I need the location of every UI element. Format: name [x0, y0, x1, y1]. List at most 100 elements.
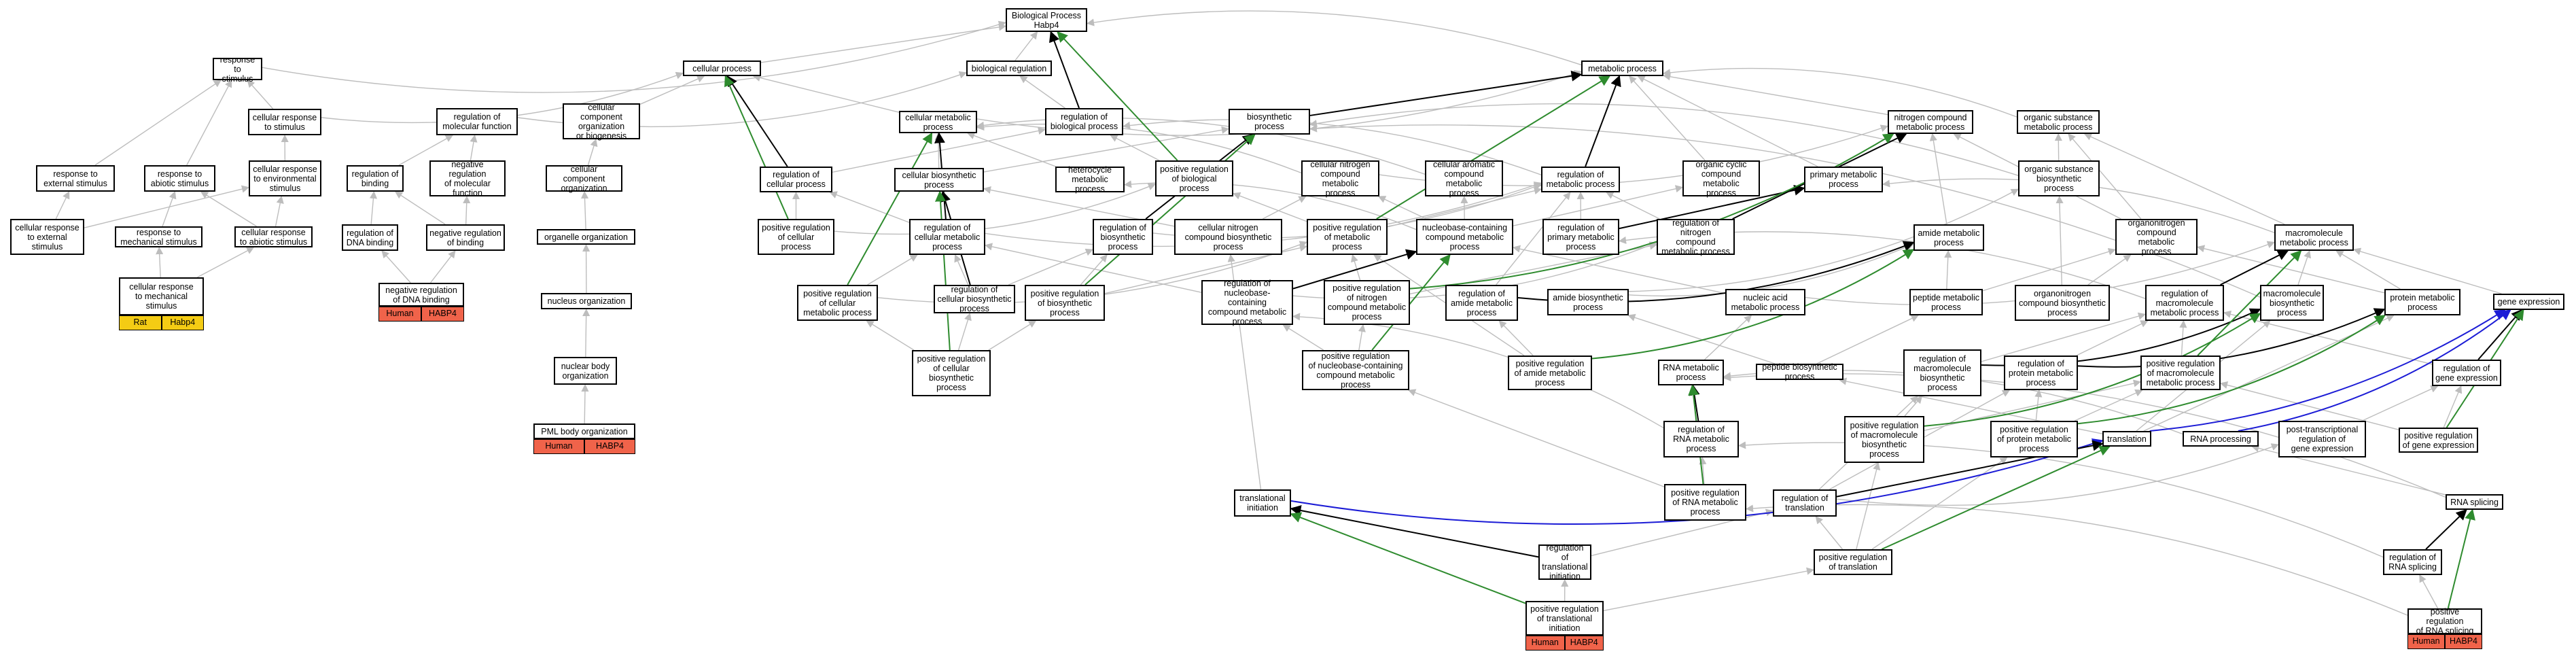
edge-post-trans-reg-to-reg-gene-expr — [2362, 385, 2439, 421]
go-term-gene-expr[interactable]: gene expression — [2493, 294, 2564, 310]
go-term-amide-met[interactable]: amide metabolic process — [1913, 224, 1984, 251]
go-term-resp-abiotic[interactable]: response to abiotic stimulus — [144, 165, 215, 192]
go-term-bio-reg[interactable]: biological regulation — [966, 60, 1052, 76]
edge-macromol-met-to-org-sub-met — [2083, 133, 2285, 225]
go-term-cell-proc[interactable]: cellular process — [683, 60, 761, 76]
edge-org-sub-met-to-met-proc — [1662, 67, 2017, 118]
go-term-post-trans-reg[interactable]: post-transcriptional regulation of gene … — [2278, 421, 2366, 457]
go-term-reg-amide-met[interactable]: regulation of amide metabolic process — [1445, 285, 1518, 321]
go-term-reg-rna-splicing[interactable]: regulation of RNA splicing — [2383, 549, 2442, 575]
go-term-pos-reg-protein-met[interactable]: positive regulation of protein metabolic… — [1990, 421, 2078, 457]
go-term-cell-nitro-met[interactable]: cellular nitrogen compound metabolic pro… — [1301, 160, 1379, 198]
go-term-pos-reg-amide-met[interactable]: positive regulation of amide metabolic p… — [1508, 356, 1592, 390]
go-term-pos-reg-bio-proc[interactable]: positive regulation of biological proces… — [1155, 160, 1233, 196]
go-term-peptide-biosyn[interactable]: peptide biosynthetic process — [1756, 362, 1843, 381]
go-term-reg-biosyn[interactable]: regulation of biosynthetic process — [1093, 219, 1153, 255]
go-term-biosyn-proc[interactable]: biosynthetic process — [1229, 109, 1310, 135]
go-term-resp-mech[interactable]: response to mechanical stimulus — [115, 226, 202, 247]
go-term-nuclear-body-org[interactable]: nuclear body organization — [554, 357, 617, 385]
go-term-reg-macromol-met[interactable]: regulation of macromolecule metabolic pr… — [2145, 285, 2224, 321]
go-term-reg-nitro-met[interactable]: regulation of nitrogen compound metaboli… — [1657, 218, 1735, 256]
go-term-org-cyclic-met[interactable]: organic cyclic compound metabolic proces… — [1682, 160, 1760, 198]
edge-org-cyclic-met-to-met-proc — [1629, 75, 1706, 161]
go-term-pos-reg-translation[interactable]: positive regulation of translation — [1814, 549, 1892, 575]
go-term-met-proc[interactable]: metabolic process — [1581, 60, 1663, 76]
go-term-pos-reg-cell-biosyn[interactable]: positive regulation of cellular biosynth… — [912, 350, 991, 396]
go-term-amide-biosyn[interactable]: amide biosynthetic process — [1547, 289, 1629, 315]
go-term-pos-reg-nitro-met[interactable]: positive regulation of nitrogen compound… — [1324, 280, 1410, 325]
go-term-pos-reg-gene-expr[interactable]: positive regulation of gene expression — [2399, 428, 2478, 453]
go-term-reg-mol-func[interactable]: regulation of molecular function — [436, 108, 518, 135]
go-term-translation[interactable]: translation — [2102, 431, 2151, 447]
go-term-reg-cell-biosyn[interactable]: regulation of cellular biosynthetic proc… — [934, 285, 1015, 313]
go-term-reg-bio-proc[interactable]: regulation of biological process — [1045, 108, 1123, 135]
go-term-hetero-met[interactable]: heterocycle metabolic process — [1055, 165, 1125, 194]
go-term-nucleobase-met[interactable]: nucleobase-containing compound metabolic… — [1416, 219, 1513, 255]
go-term-neg-reg-binding[interactable]: negative regulation of binding — [426, 224, 505, 251]
go-term-organelle-org[interactable]: organelle organization — [537, 229, 635, 245]
go-term-pos-reg-rna-splicing[interactable]: positive regulation of RNA splicing — [2407, 607, 2482, 636]
go-term-reg-binding[interactable]: regulation of binding — [347, 165, 404, 192]
go-term-reg-transl-init[interactable]: regulation of translational initiation — [1538, 543, 1591, 581]
go-term-neg-reg-mol-func[interactable]: negative regulation of molecular functio… — [429, 160, 506, 198]
go-term-bp[interactable]: Biological Process Habp4 — [1006, 8, 1087, 32]
go-term-cell-resp-env[interactable]: cellular response to environmental stimu… — [249, 160, 321, 196]
edge-cell-nitro-biosyn-to-cell-nitro-met — [1263, 196, 1307, 220]
go-term-pos-reg-met[interactable]: positive regulation of metabolic process — [1307, 219, 1388, 255]
go-term-nucleus-org[interactable]: nucleus organization — [541, 293, 632, 309]
edge-reg-macromol-met-to-macromol-met — [2220, 250, 2289, 285]
go-term-reg-gene-expr[interactable]: regulation of gene expression — [2432, 360, 2501, 386]
go-term-pos-reg-nucleobase[interactable]: positive regulation of nucleobase-contai… — [1302, 350, 1409, 390]
go-term-macromol-met[interactable]: macromolecule metabolic process — [2274, 224, 2354, 251]
go-term-reg-macromol-biosyn[interactable]: regulation of macromolecule biosynthetic… — [1903, 349, 1981, 396]
go-term-prim-met[interactable]: primary metabolic process — [1804, 167, 1883, 192]
go-term-cell-comp-org[interactable]: cellular component organization — [546, 164, 622, 193]
go-term-reg-dna-binding[interactable]: regulation of DNA binding — [342, 224, 398, 251]
go-term-nucleic-acid-met[interactable]: nucleic acid metabolic process — [1725, 289, 1805, 315]
go-term-cell-met-proc[interactable]: cellular metabolic process — [899, 111, 977, 133]
go-term-reg-translation[interactable]: regulation of translation — [1773, 489, 1837, 517]
go-term-pos-reg-rna-met[interactable]: positive regulation of RNA metabolic pro… — [1664, 484, 1746, 521]
go-term-pos-reg-macromol-biosyn[interactable]: positive regulation of macromolecule bio… — [1844, 416, 1924, 463]
edge-pos-reg-translation-to-pos-reg-macromol-biosyn — [1856, 462, 1881, 550]
go-term-cell-resp-mech[interactable]: cellular response to mechanical stimulus — [119, 277, 204, 315]
go-term-pos-reg-cell-met[interactable]: positive regulation of cellular metaboli… — [797, 285, 878, 321]
go-term-rna-processing[interactable]: RNA processing — [2183, 431, 2259, 447]
go-term-rna-met[interactable]: RNA metabolic process — [1658, 360, 1724, 385]
edge-pos-reg-biosyn-to-biosyn-proc — [1084, 133, 1256, 285]
go-term-cell-arom-met[interactable]: cellular aromatic compound metabolic pro… — [1425, 160, 1503, 198]
go-term-org-sub-met[interactable]: organic substance metabolic process — [2017, 110, 2100, 134]
go-term-pos-reg-transl-init[interactable]: positive regulation of translational ini… — [1525, 601, 1604, 636]
go-term-macromol-biosyn[interactable]: macromolecule biosynthetic process — [2260, 285, 2324, 321]
go-term-cell-resp-ext[interactable]: cellular response to external stimulus — [10, 219, 84, 255]
go-term-org-sub-biosyn[interactable]: organic substance biosynthetic process — [2018, 160, 2100, 196]
go-term-pos-reg-biosyn[interactable]: positive regulation of biosynthetic proc… — [1025, 285, 1105, 321]
go-term-reg-nucleobase-met[interactable]: regulation of nucleobase-containing comp… — [1201, 279, 1293, 326]
go-term-pos-reg-cell-proc[interactable]: positive regulation of cellular process — [758, 219, 834, 255]
go-term-rna-splicing[interactable]: RNA splicing — [2446, 494, 2503, 510]
go-term-cell-comp-org-bio[interactable]: cellular component organization or bioge… — [563, 103, 640, 141]
go-term-cell-resp-stim[interactable]: cellular response to stimulus — [248, 109, 321, 135]
go-term-nitro-comp-met[interactable]: nitrogen compound metabolic process — [1888, 110, 1973, 134]
go-term-reg-protein-met[interactable]: regulation of protein metabolic process — [2004, 356, 2078, 390]
go-term-resp-ext-stim[interactable]: response to external stimulus — [36, 165, 115, 192]
go-term-reg-cell-proc[interactable]: regulation of cellular process — [760, 167, 832, 192]
edge-cell-resp-ext-to-resp-ext-stim — [55, 190, 70, 220]
go-term-reg-met-proc[interactable]: regulation of metabolic process — [1541, 167, 1620, 192]
go-term-cell-biosyn[interactable]: cellular biosynthetic process — [894, 168, 984, 192]
go-term-peptide-met[interactable]: peptide metabolic process — [1909, 289, 1983, 315]
go-term-transl-init[interactable]: translational initiation — [1234, 489, 1291, 517]
go-term-cell-nitro-biosyn[interactable]: cellular nitrogen compound biosynthetic … — [1174, 219, 1282, 255]
go-term-resp-stim[interactable]: response to stimulus — [213, 55, 262, 84]
go-term-cell-resp-abiotic[interactable]: cellular response to abiotic stimulus — [234, 226, 313, 247]
go-term-organonitro-biosyn[interactable]: organonitrogen compound biosynthetic pro… — [2015, 285, 2110, 321]
go-term-reg-prim-met[interactable]: regulation of primary metabolic process — [1542, 219, 1619, 255]
go-term-pos-reg-macromol-met[interactable]: positive regulation of macromolecule met… — [2140, 356, 2221, 390]
go-term-neg-reg-dna-binding[interactable]: negative regulation of DNA binding — [378, 283, 464, 307]
go-term-reg-cell-met[interactable]: regulation of cellular metabolic process — [909, 219, 985, 255]
go-term-reg-rna-met[interactable]: regulation of RNA metabolic process — [1663, 421, 1739, 457]
go-term-protein-met[interactable]: protein metabolic process — [2384, 289, 2460, 315]
go-term-organonitro-met[interactable]: organonitrogen compound metabolic proces… — [2115, 218, 2198, 256]
go-term-pml-body-org[interactable]: PML body organization — [533, 423, 635, 439]
